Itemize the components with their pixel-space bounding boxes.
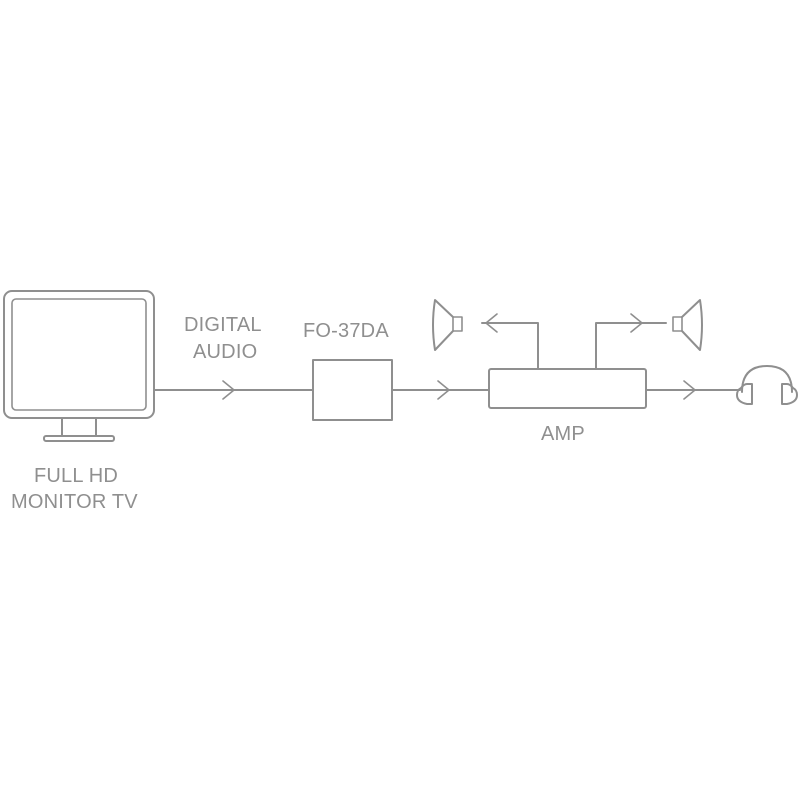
speaker-left-icon: [432, 299, 463, 351]
converter-box: [312, 359, 393, 421]
headphones-connection: [645, 380, 741, 400]
digital-audio-connection: [153, 380, 314, 400]
amp-label: AMP: [541, 423, 585, 445]
digital-label: DIGITAL: [184, 314, 262, 336]
right-speaker-connection: [595, 313, 667, 370]
amp-box: [488, 368, 647, 409]
tv-label-line-1: FULL HD: [34, 465, 119, 487]
converter-amp-connection: [391, 380, 490, 400]
headphones-icon: [736, 365, 798, 405]
speaker-right-icon: [672, 299, 703, 351]
left-speaker-connection: [481, 313, 539, 370]
converter-label: FO-37DA: [303, 320, 389, 342]
audio-label: AUDIO: [193, 341, 258, 363]
monitor-tv-icon: [3, 290, 155, 442]
tv-label-line-2: MONITOR TV: [11, 491, 138, 513]
